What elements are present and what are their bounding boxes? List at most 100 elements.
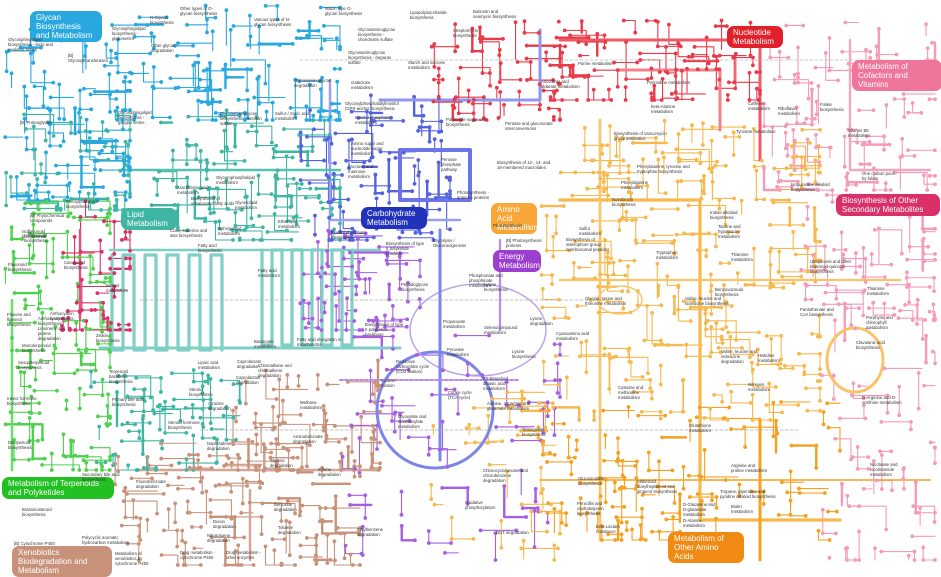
compound-node[interactable] — [85, 118, 89, 122]
compound-node[interactable] — [794, 253, 798, 257]
compound-node[interactable] — [549, 98, 553, 102]
compound-node[interactable] — [784, 124, 788, 128]
compound-node[interactable] — [857, 108, 861, 112]
compound-node[interactable] — [146, 455, 150, 459]
compound-node[interactable] — [710, 170, 714, 174]
compound-node[interactable] — [575, 448, 579, 452]
compound-node[interactable] — [272, 156, 276, 160]
reaction-line[interactable] — [393, 306, 407, 319]
compound-node[interactable] — [607, 281, 611, 285]
compound-node[interactable] — [93, 168, 97, 172]
compound-node[interactable] — [51, 270, 55, 274]
compound-node[interactable] — [132, 387, 136, 391]
compound-node[interactable] — [330, 207, 334, 211]
compound-node[interactable] — [522, 397, 526, 401]
compound-node[interactable] — [769, 281, 773, 285]
compound-node[interactable] — [114, 145, 118, 149]
compound-node[interactable] — [275, 4, 279, 8]
compound-node[interactable] — [574, 74, 578, 78]
pathway-label[interactable]: N-Glycan biosynthesis — [150, 15, 180, 25]
compound-node[interactable] — [814, 466, 818, 470]
compound-node[interactable] — [199, 149, 203, 153]
compound-node[interactable] — [660, 435, 664, 439]
compound-node[interactable] — [586, 98, 590, 102]
compound-node[interactable] — [12, 250, 16, 254]
compound-node[interactable] — [363, 277, 367, 281]
reaction-line[interactable] — [594, 90, 604, 100]
pathway-label[interactable]: Zeatin biosynthesis — [96, 333, 118, 343]
compound-node[interactable] — [642, 239, 646, 243]
compound-node[interactable] — [206, 102, 210, 106]
compound-node[interactable] — [152, 35, 156, 39]
compound-node[interactable] — [87, 149, 91, 153]
reaction-line[interactable] — [849, 506, 886, 529]
compound-node[interactable] — [609, 98, 613, 102]
compound-node[interactable] — [818, 367, 822, 371]
reaction-line[interactable] — [81, 353, 94, 364]
compound-node[interactable] — [778, 75, 782, 79]
compound-node[interactable] — [814, 133, 818, 137]
compound-node[interactable] — [315, 533, 319, 537]
compound-node[interactable] — [755, 70, 759, 74]
compound-node[interactable] — [245, 88, 249, 92]
compound-node[interactable] — [798, 491, 802, 495]
compound-node[interactable] — [311, 145, 315, 149]
compound-node[interactable] — [369, 93, 373, 97]
compound-node[interactable] — [539, 509, 543, 513]
compound-node[interactable] — [37, 307, 41, 311]
compound-node[interactable] — [868, 50, 872, 54]
compound-node[interactable] — [305, 536, 309, 540]
compound-node[interactable] — [110, 150, 114, 154]
compound-node[interactable] — [229, 28, 233, 32]
compound-node[interactable] — [582, 143, 586, 147]
compound-node[interactable] — [681, 410, 685, 414]
compound-node[interactable] — [187, 90, 191, 94]
compound-node[interactable] — [416, 158, 420, 162]
compound-node[interactable] — [293, 563, 297, 567]
compound-node[interactable] — [202, 69, 206, 73]
compound-node[interactable] — [546, 414, 550, 418]
compound-node[interactable] — [22, 207, 26, 211]
compound-node[interactable] — [316, 387, 320, 391]
compound-node[interactable] — [640, 410, 644, 414]
compound-node[interactable] — [365, 130, 369, 134]
compound-node[interactable] — [671, 469, 675, 473]
pathway-label[interactable]: Naphthalene degradation — [207, 441, 241, 451]
compound-node[interactable] — [123, 516, 127, 520]
compound-node[interactable] — [440, 486, 444, 490]
compound-node[interactable] — [677, 285, 681, 289]
compound-node[interactable] — [921, 545, 925, 549]
compound-node[interactable] — [358, 563, 362, 567]
compound-node[interactable] — [215, 460, 219, 464]
reaction-line[interactable] — [806, 388, 820, 401]
compound-node[interactable] — [851, 381, 855, 385]
compound-node[interactable] — [525, 44, 529, 48]
pathway-label[interactable]: Pentose phosphate pathway — [441, 157, 475, 172]
compound-node[interactable] — [277, 496, 281, 500]
compound-node[interactable] — [108, 110, 112, 114]
compound-node[interactable] — [5, 69, 9, 73]
compound-node[interactable] — [339, 532, 343, 536]
compound-node[interactable] — [916, 511, 920, 515]
compound-node[interactable] — [360, 552, 364, 556]
compound-node[interactable] — [323, 311, 327, 315]
reaction-line[interactable] — [519, 91, 540, 104]
compound-node[interactable] — [844, 248, 848, 252]
compound-node[interactable] — [617, 228, 621, 232]
pathway-label[interactable]: Benzoxazinoid biosynthesis — [715, 287, 749, 297]
compound-node[interactable] — [137, 542, 141, 546]
compound-node[interactable] — [488, 463, 492, 467]
compound-node[interactable] — [393, 430, 397, 434]
pathway-label[interactable]: Phenylalanine, tyrosine and tryptophan b… — [637, 164, 701, 174]
reaction-line[interactable] — [693, 234, 716, 246]
compound-node[interactable] — [674, 90, 678, 94]
compound-node[interactable] — [55, 208, 59, 212]
compound-node[interactable] — [541, 453, 545, 457]
compound-node[interactable] — [799, 275, 803, 279]
compound-node[interactable] — [586, 74, 590, 78]
compound-node[interactable] — [10, 349, 14, 353]
compound-node[interactable] — [93, 192, 97, 196]
compound-node[interactable] — [545, 530, 549, 534]
compound-node[interactable] — [238, 399, 242, 403]
compound-node[interactable] — [320, 319, 324, 323]
